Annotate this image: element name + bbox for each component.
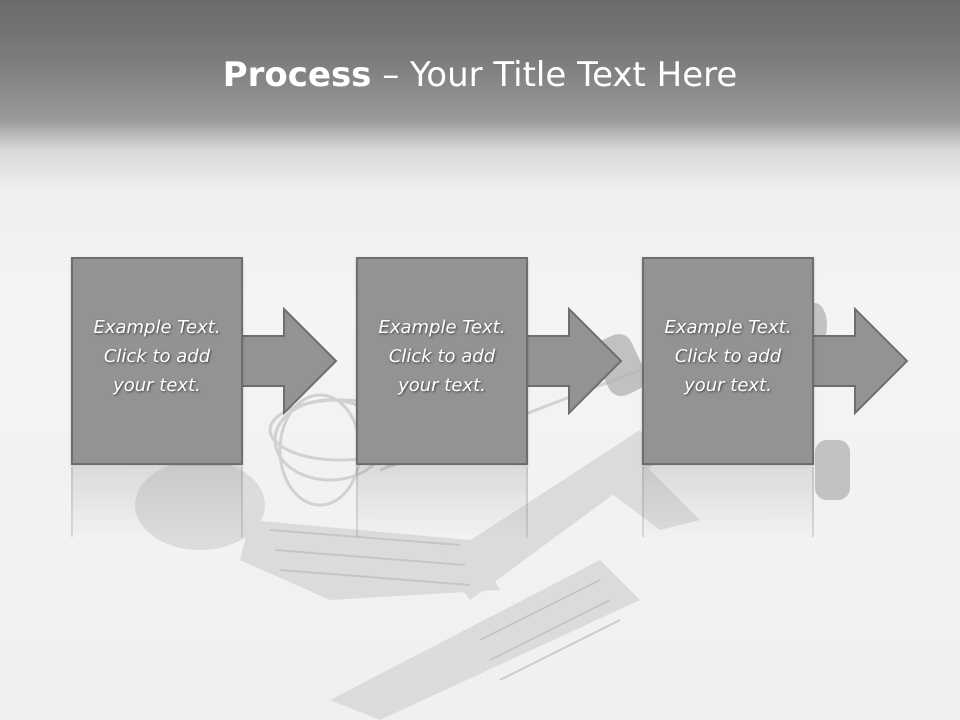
- step-3-reflection: [642, 467, 814, 537]
- step-1-arrow-icon: [240, 307, 338, 415]
- step-2-reflection: [356, 467, 528, 537]
- process-step-3[interactable]: Example Text. Click to add your text.: [642, 257, 814, 465]
- step-3-arrow-icon: [811, 307, 909, 415]
- step-1-reflection: [71, 467, 243, 537]
- step-2-arrow-icon: [525, 307, 623, 415]
- title-bold: Process: [222, 55, 372, 95]
- title-rest: – Your Title Text Here: [371, 55, 738, 95]
- step-3-text[interactable]: Example Text. Click to add your text.: [664, 317, 792, 396]
- process-step-2[interactable]: Example Text. Click to add your text.: [356, 257, 528, 465]
- process-step-1[interactable]: Example Text. Click to add your text.: [71, 257, 243, 465]
- step-1-text[interactable]: Example Text. Click to add your text.: [93, 317, 221, 396]
- step-2-text[interactable]: Example Text. Click to add your text.: [378, 317, 506, 396]
- page-title: Process – Your Title Text Here: [0, 55, 960, 95]
